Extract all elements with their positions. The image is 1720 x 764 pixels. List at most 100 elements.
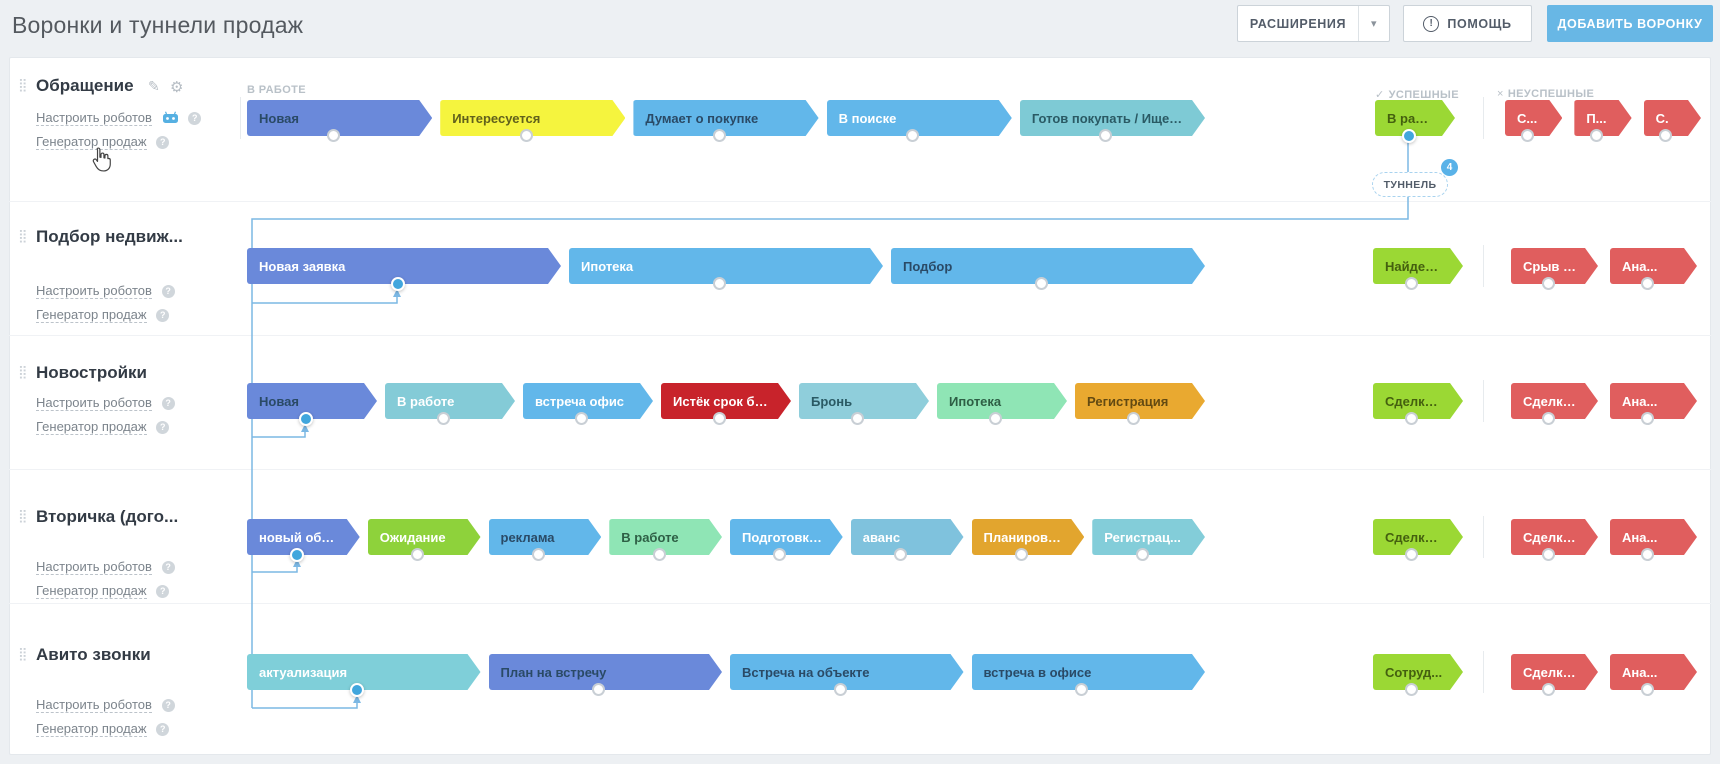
help-question-icon[interactable]: ?	[161, 699, 175, 712]
stage-chip[interactable]: Регистрация	[1075, 383, 1205, 425]
stage-chip[interactable]: Ожидание	[368, 519, 481, 561]
stage-chip[interactable]: Сделка ...	[1373, 383, 1463, 425]
stage-chip[interactable]: План на встречу	[489, 654, 723, 696]
stage-connector-dot[interactable]	[575, 412, 588, 425]
stage-chip[interactable]: Планирован...	[972, 519, 1085, 561]
stage-connector-dot[interactable]	[713, 412, 726, 425]
stage-connector-dot[interactable]	[411, 548, 425, 561]
stage-chip[interactable]: Ана...	[1610, 654, 1697, 696]
configure-robots-link[interactable]: Настроить роботов	[36, 559, 152, 575]
stage-connector-dot[interactable]	[1640, 412, 1654, 425]
sales-generator-link[interactable]: Генератор продаж	[36, 134, 147, 150]
stage-connector-dot[interactable]	[1135, 548, 1149, 561]
stage-connector-dot[interactable]	[519, 129, 533, 142]
stage-connector-dot[interactable]	[906, 129, 920, 142]
stage-chip[interactable]: Ипотека	[937, 383, 1067, 425]
stage-connector-dot[interactable]	[713, 277, 726, 290]
edit-pencil-icon[interactable]: ✎	[148, 78, 160, 94]
stage-connector-dot[interactable]	[1541, 683, 1555, 696]
configure-robots-link[interactable]: Настроить роботов	[36, 395, 152, 411]
stage-connector-dot[interactable]	[1075, 683, 1089, 696]
drag-handle-icon[interactable]: ⣿	[18, 77, 28, 92]
stage-chip[interactable]: Срыв к...	[1511, 248, 1598, 290]
stage-connector-dot[interactable]	[1541, 277, 1555, 290]
stage-tunnel-dot[interactable]	[350, 683, 365, 697]
help-question-icon[interactable]: ?	[161, 285, 175, 298]
drag-handle-icon[interactable]: ⣿	[18, 228, 28, 243]
stage-chip[interactable]: Найден...	[1373, 248, 1463, 290]
stage-chip[interactable]: Ипотека	[569, 248, 883, 290]
stage-connector-dot[interactable]	[437, 412, 450, 425]
stage-connector-dot[interactable]	[1014, 548, 1028, 561]
stage-chip[interactable]: Сделка...	[1511, 383, 1598, 425]
funnel-title[interactable]: Подбор недвиж...	[36, 227, 183, 246]
stage-connector-dot[interactable]	[1520, 129, 1534, 142]
stage-connector-dot[interactable]	[1127, 412, 1140, 425]
stage-chip[interactable]: Новая заявка	[247, 248, 561, 291]
stage-connector-dot[interactable]	[592, 683, 606, 696]
stage-chip[interactable]: актуализация	[247, 654, 481, 697]
stage-connector-dot[interactable]	[1541, 412, 1555, 425]
stage-chip[interactable]: аванс	[851, 519, 964, 561]
stage-tunnel-dot[interactable]	[289, 548, 304, 562]
stage-chip[interactable]: Новая	[247, 100, 432, 142]
stage-connector-dot[interactable]	[1640, 548, 1654, 561]
stage-connector-dot[interactable]	[652, 548, 666, 561]
funnel-title[interactable]: Обращение	[36, 76, 134, 95]
add-funnel-button[interactable]: ДОБАВИТЬ ВОРОНКУ	[1547, 5, 1713, 42]
stage-chip[interactable]: Сделка ...	[1373, 519, 1463, 561]
help-question-icon[interactable]: ?	[188, 112, 202, 125]
tunnel-pill[interactable]: ТУННЕЛЬ	[1372, 172, 1448, 197]
drag-handle-icon[interactable]: ⣿	[18, 646, 28, 661]
stage-chip[interactable]: В работу	[1375, 100, 1455, 143]
stage-chip[interactable]: Новая	[247, 383, 377, 426]
help-question-icon[interactable]: ?	[156, 421, 170, 434]
stage-chip[interactable]: встреча офис	[523, 383, 653, 425]
help-question-icon[interactable]: ?	[156, 136, 170, 149]
stage-connector-dot[interactable]	[1035, 277, 1048, 290]
stage-connector-dot[interactable]	[326, 129, 340, 142]
stage-chip[interactable]: Ана...	[1610, 383, 1697, 425]
configure-robots-link[interactable]: Настроить роботов	[36, 283, 152, 299]
stage-chip[interactable]: П...	[1574, 100, 1631, 142]
stage-chip[interactable]: Встреча на объекте	[730, 654, 964, 696]
stage-chip[interactable]: новый объект	[247, 519, 360, 562]
stage-chip[interactable]: Ана...	[1610, 519, 1697, 561]
stage-chip[interactable]: Готов покупать / Ищет ...	[1020, 100, 1205, 142]
help-question-icon[interactable]: ?	[161, 397, 175, 410]
stage-connector-dot[interactable]	[1405, 683, 1418, 696]
funnel-title[interactable]: Авито звонки	[36, 645, 151, 664]
stage-connector-dot[interactable]	[1541, 548, 1555, 561]
stage-chip[interactable]: Ана...	[1610, 248, 1697, 290]
sales-generator-link[interactable]: Генератор продаж	[36, 307, 147, 323]
stage-chip[interactable]: встреча в офисе	[972, 654, 1206, 696]
stage-connector-dot[interactable]	[1659, 129, 1673, 142]
stage-connector-dot[interactable]	[1640, 277, 1654, 290]
drag-handle-icon[interactable]: ⣿	[18, 508, 28, 523]
funnel-title[interactable]: Вторичка (дого...	[36, 507, 179, 526]
stage-chip[interactable]: Сотруд...	[1373, 654, 1463, 696]
stage-connector-dot[interactable]	[531, 548, 545, 561]
extensions-dropdown-toggle[interactable]: ▾	[1358, 6, 1389, 41]
sales-generator-link[interactable]: Генератор продаж	[36, 419, 147, 435]
stage-chip[interactable]: В работе	[385, 383, 515, 425]
stage-connector-dot[interactable]	[833, 683, 847, 696]
sales-generator-link[interactable]: Генератор продаж	[36, 721, 147, 737]
tunnel-count-badge[interactable]: 4	[1441, 159, 1458, 176]
stage-connector-dot[interactable]	[1405, 412, 1418, 425]
help-question-icon[interactable]: ?	[156, 723, 170, 736]
stage-chip[interactable]: Сделка...	[1511, 654, 1598, 696]
help-question-icon[interactable]: ?	[161, 561, 175, 574]
stage-chip[interactable]: Сделка...	[1511, 519, 1598, 561]
extensions-button[interactable]: РАСШИРЕНИЯ ▾	[1237, 5, 1390, 42]
stage-chip[interactable]: Бронь	[799, 383, 929, 425]
stage-connector-dot[interactable]	[713, 129, 726, 142]
sales-generator-link[interactable]: Генератор продаж	[36, 583, 147, 599]
stage-chip[interactable]: Интересуется	[440, 100, 625, 142]
stage-tunnel-dot[interactable]	[298, 412, 313, 426]
settings-gear-icon[interactable]: ⚙	[170, 79, 184, 96]
stage-chip[interactable]: С.	[1644, 100, 1701, 142]
help-button[interactable]: ! ПОМОЩЬ	[1403, 5, 1532, 42]
stage-tunnel-dot[interactable]	[390, 277, 405, 291]
drag-handle-icon[interactable]: ⣿	[18, 364, 28, 379]
